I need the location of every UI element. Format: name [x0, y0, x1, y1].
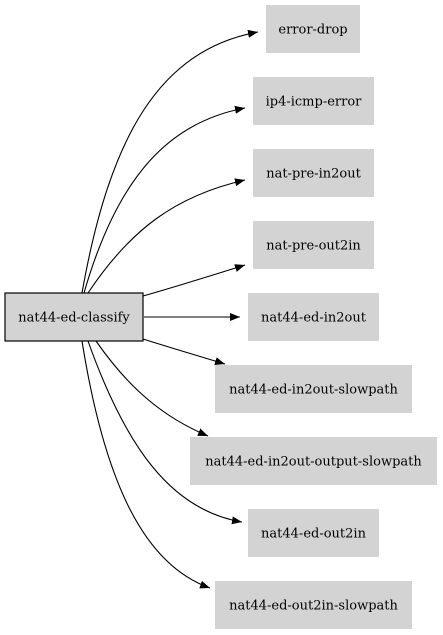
edge-nat44-ed-out2in-slowpath	[81, 340, 211, 589]
node-box	[266, 5, 360, 53]
node-box	[215, 365, 412, 413]
node-label: nat44-ed-out2in-slowpath	[229, 599, 398, 614]
edge-nat44-ed-in2out-slowpath	[142, 338, 226, 365]
node-nat44-ed-out2in-slowpath: nat44-ed-out2in-slowpath	[215, 581, 412, 629]
node-nat44-ed-in2out: nat44-ed-in2out	[248, 293, 379, 341]
node-box	[215, 581, 412, 629]
node-nat44-ed-in2out-slowpath: nat44-ed-in2out-slowpath	[215, 365, 412, 413]
node-label: error-drop	[278, 23, 347, 38]
edge-nat44-ed-in2out-output-slowpath	[95, 340, 209, 437]
edge-nat-pre-in2out	[87, 178, 246, 294]
node-box	[190, 437, 437, 485]
node-nat44-ed-classify: nat44-ed-classify	[4, 292, 144, 342]
node-label: nat-pre-in2out	[266, 167, 361, 182]
node-error-drop: error-drop	[266, 5, 360, 53]
node-nat-pre-out2in: nat-pre-out2in	[253, 221, 374, 269]
node-box	[253, 149, 374, 197]
node-label: nat44-ed-in2out-slowpath	[229, 383, 398, 398]
node-ip4-icmp-error: ip4-icmp-error	[253, 77, 374, 125]
node-nat44-ed-in2out-output-slowpath: nat44-ed-in2out-output-slowpath	[190, 437, 437, 485]
node-nat44-ed-out2in: nat44-ed-out2in	[248, 509, 379, 557]
edge-nat44-ed-out2in	[87, 340, 243, 525]
node-box	[253, 221, 374, 269]
edge-nat-pre-out2in	[142, 264, 246, 297]
node-nat-pre-in2out: nat-pre-in2out	[253, 149, 374, 197]
node-label: nat44-ed-classify	[18, 311, 130, 326]
node-box	[4, 292, 144, 342]
node-label: nat44-ed-out2in	[261, 527, 367, 542]
edges	[81, 29, 259, 589]
node-box	[248, 293, 379, 341]
node-label: nat44-ed-in2out	[261, 311, 367, 326]
node-label: nat44-ed-in2out-output-slowpath	[205, 455, 422, 470]
edge-error-drop	[81, 29, 259, 294]
node-box	[253, 77, 374, 125]
edge-ip4-icmp-error	[83, 105, 246, 294]
node-label: nat-pre-out2in	[266, 239, 361, 254]
node-label: ip4-icmp-error	[266, 95, 363, 110]
node-box	[248, 509, 379, 557]
